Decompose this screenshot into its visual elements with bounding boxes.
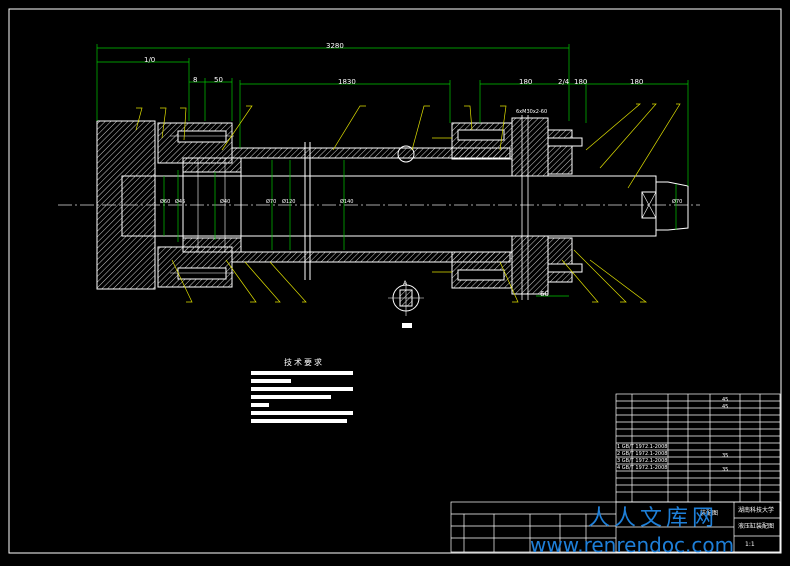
drawing-frame (8, 8, 782, 554)
dim-dia-1: Ø60 (160, 199, 171, 205)
tech-line (251, 371, 353, 375)
dim-right-3: 180 (574, 78, 588, 86)
dim-dia-5: Ø120 (282, 199, 296, 205)
rear-end-cap (157, 122, 234, 288)
parts-material: 35 (722, 453, 729, 459)
section-marks (304, 115, 529, 300)
tech-line (251, 411, 353, 415)
parts-row: 4 GB/T 1972.1-2008 (617, 465, 668, 471)
parts-row: 2 GB/T 1972.1-2008 (617, 451, 668, 457)
school-name: 湖南科技大学 (738, 507, 775, 514)
title-block (450, 501, 781, 553)
tech-requirements-text (251, 371, 355, 427)
section-detail-view (388, 282, 424, 328)
drawing-scale: 1:1 (745, 541, 755, 548)
parts-row: 1 GB/T 1972.1-2008 (617, 444, 668, 450)
dim-mid: 1830 (338, 78, 356, 86)
dim-overall: 3280 (326, 42, 344, 50)
parts-material: 35 (722, 467, 729, 473)
piston-rod (121, 175, 689, 237)
dim-right-1: 180 (519, 78, 533, 86)
parts-material: 45 (722, 397, 729, 403)
parts-list-table (615, 393, 781, 503)
tech-line (251, 379, 291, 383)
dim-right-2: 2/4 (558, 78, 570, 86)
parts-material: 45 (722, 404, 729, 410)
parts-row: 3 GB/T 1972.1-2008 (617, 458, 668, 464)
tech-line (251, 419, 347, 423)
dim-dia-2: Ø45 (175, 199, 186, 205)
diameter-dims (163, 160, 677, 250)
dim-left-2: 8 (193, 76, 198, 84)
dim-dia-6: Ø140 (340, 199, 354, 205)
dim-left-1: 1/0 (144, 56, 156, 64)
tech-line (251, 395, 331, 399)
drawing-title: 液压缸装配图 (738, 523, 775, 530)
leader-lines (135, 103, 681, 303)
dim-right-4: 180 (630, 78, 644, 86)
dim-bolt-spec: 6xM30x2-60 (516, 109, 548, 115)
drawing-type: 装配图 (700, 510, 719, 517)
tech-line (251, 403, 269, 407)
dim-left-3: 50 (214, 76, 223, 84)
parts-list-rows: 1 GB/T 1972.1-2008 2 GB/T 1972.1-2008 3 … (617, 443, 711, 471)
dim-dia-7: Ø70 (672, 199, 683, 205)
dim-dia-3: Ø40 (220, 199, 231, 205)
dim-dia-4: Ø70 (266, 199, 277, 205)
section-label: A (403, 280, 408, 287)
watermark-url: www.renrendoc.com (530, 533, 735, 557)
top-dimension-chain (96, 44, 689, 297)
front-end-cap (451, 117, 583, 295)
dim-bottom: 60 (540, 290, 549, 298)
mount-block (96, 120, 156, 290)
tech-requirements-title: 技术要求 (284, 358, 324, 367)
tech-line (251, 387, 353, 391)
watermark-cn: 人人文库网 (588, 506, 719, 531)
